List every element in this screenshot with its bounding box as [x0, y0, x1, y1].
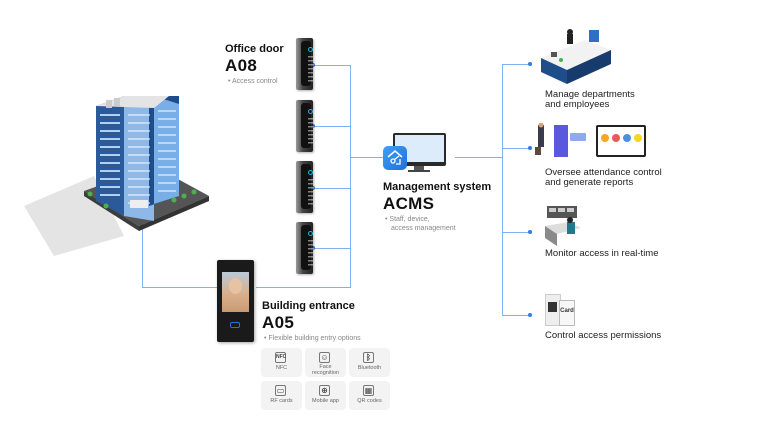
connector-function-3 [502, 232, 530, 233]
nfc-icon: NFC [275, 352, 286, 363]
office-door-title: Office door [225, 43, 284, 55]
dot-function-4 [528, 313, 532, 317]
entry-option-bluetooth: ᛒ Bluetooth [349, 348, 390, 377]
door-reader-a08-3 [296, 161, 314, 213]
connector-door-3 [313, 188, 350, 189]
function-2-line-2: and generate reports [545, 177, 634, 188]
mobile-app-icon: ⊕ [319, 385, 330, 396]
connector-bottom-left [142, 287, 218, 288]
building-entrance-bullet: • Flexible building entry options [264, 335, 361, 342]
monitor-stand [414, 166, 424, 170]
entry-option-qr-codes: ▦ QR codes [349, 381, 390, 410]
house-key-icon [387, 150, 403, 165]
connector-door-trunk [350, 65, 351, 288]
nfc-reader-icon [230, 322, 240, 328]
dot-function-1 [528, 62, 532, 66]
door-reader-a08-2 [296, 100, 314, 152]
entry-option-rf-cards: ▭ RF cards [261, 381, 302, 410]
connector-building-vertical [142, 226, 143, 288]
face-portrait-icon [229, 278, 242, 294]
entry-option-label: Mobile app [312, 398, 339, 404]
entry-option-label: Face recognition [312, 364, 339, 376]
office-building-icon [24, 96, 209, 256]
function-3-line-1: Monitor access in real-time [545, 248, 659, 259]
entry-option-face-recognition: ☺ Face recognition [305, 348, 346, 377]
reception-desk-icon [541, 29, 611, 84]
rf-card-icon: ▭ [275, 385, 286, 396]
entry-option-nfc: NFC NFC [261, 348, 302, 377]
door-reader-a08-4 [296, 222, 314, 274]
building-entrance-title: Building entrance [262, 300, 355, 312]
connector-to-acms [350, 157, 383, 158]
bluetooth-icon: ᛒ [363, 352, 374, 363]
connector-function-trunk [502, 64, 503, 316]
qr-code-icon: ▦ [363, 385, 374, 396]
connector-door-4 [313, 248, 350, 249]
monitor-base [408, 170, 430, 172]
office-door-model: A08 [225, 56, 258, 75]
dot-function-2 [528, 146, 532, 150]
dot-function-3 [528, 230, 532, 234]
entry-option-mobile-app: ⊕ Mobile app [305, 381, 346, 410]
office-door-bullet: • Access control [228, 78, 278, 85]
function-4-line-1: Control access permissions [545, 330, 662, 341]
intercom-screen [548, 302, 557, 312]
face-terminal-a05 [217, 260, 254, 342]
monitoring-station-icon [545, 206, 581, 246]
connector-acms-out [455, 157, 502, 158]
management-system-model: ACMS [383, 194, 435, 213]
entry-option-label: QR codes [357, 398, 382, 404]
face-recognition-icon: ☺ [319, 352, 330, 363]
connector-function-1 [502, 64, 530, 65]
attendance-icon [535, 123, 646, 157]
card: Card [559, 300, 575, 326]
function-2-line-1: Oversee attendance control [545, 167, 662, 178]
function-1-line-1: Manage departments [545, 89, 635, 100]
management-system-title: Management system [383, 181, 492, 193]
door-reader-a08-1 [296, 38, 314, 90]
entry-option-label: Bluetooth [357, 365, 382, 371]
building-entrance-model: A05 [262, 313, 295, 332]
connector-function-4 [502, 315, 530, 316]
management-system-bullet-2: access management [391, 225, 456, 232]
acms-app-icon [383, 146, 407, 170]
entry-option-label: NFC [275, 365, 288, 371]
connector-function-2 [502, 148, 530, 149]
connector-bottom-right [256, 287, 351, 288]
connector-door-2 [313, 126, 350, 127]
connector-door-1 [313, 65, 350, 66]
access-card-icon: Card [545, 294, 575, 326]
management-system-bullet-1: • Staff, device, [385, 216, 430, 223]
entry-option-label: RF cards [270, 398, 293, 404]
function-1-line-2: and employees [545, 99, 610, 110]
